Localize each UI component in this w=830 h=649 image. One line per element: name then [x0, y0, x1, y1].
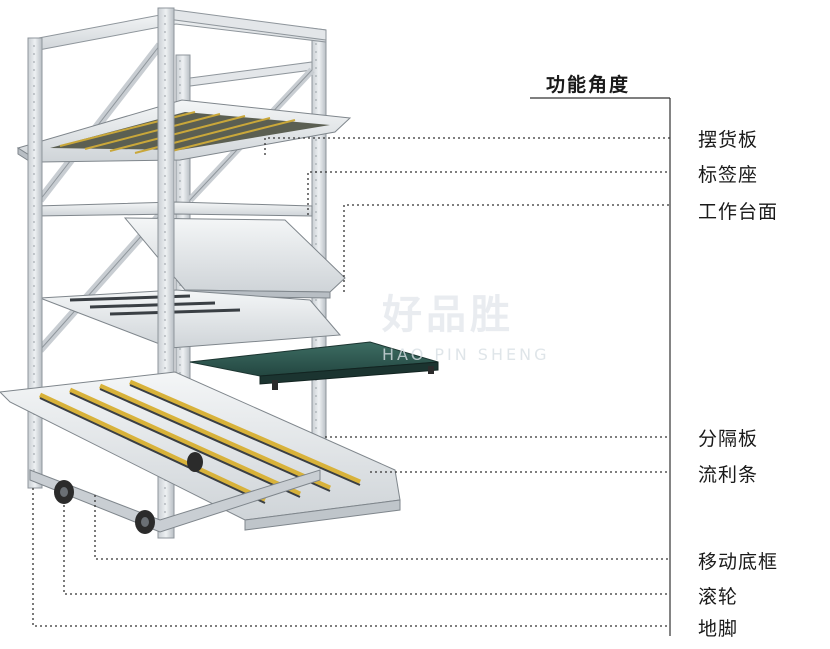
label-item1: 摆货板 — [698, 125, 758, 152]
leader-bracket — [530, 98, 670, 636]
leader-line-item3 — [344, 205, 670, 292]
label-item3: 工作台面 — [698, 197, 778, 224]
heading-function-view: 功能角度 — [546, 70, 630, 97]
shelf-flow-rail — [0, 372, 400, 530]
label-item4: 分隔板 — [698, 424, 758, 451]
watermark-cn: 好品胜 — [382, 282, 514, 340]
shelf-divider — [40, 290, 340, 348]
leader-line-item2 — [308, 172, 670, 215]
label-item5: 流利条 — [698, 460, 758, 487]
watermark-en: HAO PIN SHENG — [382, 345, 549, 364]
label-item8: 地脚 — [698, 614, 738, 641]
shelf-display-tray — [18, 100, 350, 168]
label-item6: 移动底框 — [698, 547, 778, 574]
label-item7: 滚轮 — [698, 582, 738, 609]
label-item2: 标签座 — [698, 160, 758, 187]
